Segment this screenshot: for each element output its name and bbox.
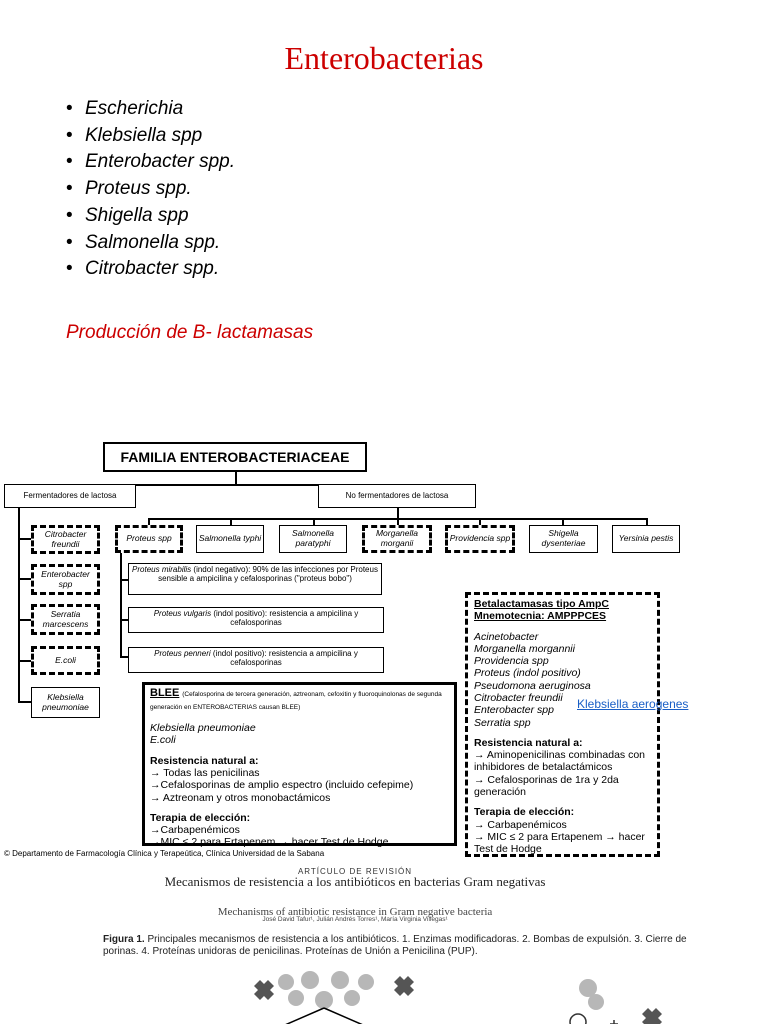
proteus-note: Proteus vulgaris (indol positivo): resis… [128,607,384,633]
enterobacteriaceae-diagram: FAMILIA ENTEROBACTERIACEAE Fermentadores… [0,433,681,860]
non-fermenters-box: No fermentadores de lactosa [318,484,476,508]
enzyme-icon [642,1008,662,1024]
section-subtitle: Producción de B- lactamasas [66,322,314,343]
molecule-icon [579,979,597,997]
molecule-icon [315,991,333,1009]
article-kicker: ARTÍCULO DE REVISIÓN [297,867,413,876]
species-box: Klebsiella pneumoniae [31,687,100,718]
enzyme-icon [394,976,414,996]
blee-box: BLEE (Cefalosporina de tercera generació… [142,682,457,848]
species-box: Salmonella paratyphi [279,525,347,553]
molecule-icon [344,990,360,1006]
molecule-icon [358,974,374,990]
species-box: Morganella morganii [362,525,432,553]
arrow-icon [285,1007,363,1024]
list-item: •Klebsiella spp [66,124,203,146]
species-box: Serratia marcescens [31,604,100,635]
species-box: Shigella dysenteriae [529,525,598,553]
list-item: •Enterobacter spp. [66,151,235,173]
enzyme-icon [254,980,274,1000]
figure-caption: Figura 1. Principales mecanismos de resi… [103,934,687,957]
list-item: •Shigella spp [66,204,189,226]
diagram-credit: © Departamento de Farmacología Clínica y… [4,849,325,858]
article-title: Mecanismos de resistencia a los antibiót… [164,874,546,889]
circle-icon [569,1013,587,1024]
species-box: Providencia spp [445,525,515,553]
molecule-icon [301,971,319,989]
molecule-icon [331,971,349,989]
klebsiella-aerogenes-link[interactable]: Klebsiella aerogenes [577,697,689,711]
species-box: Yersinia pestis [612,525,680,553]
molecule-icon [288,990,304,1006]
species-box: Proteus spp [115,525,183,553]
page-title: Enterobacterias [284,40,484,76]
ampc-box: Betalactamasas tipo AmpC Mnemotecnia: AM… [465,592,660,857]
list-item: •Citrobacter spp. [66,258,220,280]
list-item: •Proteus spp. [66,178,192,200]
molecule-icon [588,994,604,1010]
list-item: •Salmonella spp. [66,231,221,253]
species-box: Enterobacter spp [31,564,100,595]
fermenters-box: Fermentadores de lactosa [4,484,136,508]
list-item: •Escherichia [66,98,184,119]
species-box: E.coli [31,646,100,675]
plus-icon [610,1020,618,1024]
proteus-note: Proteus mirabilis (indol negativo): 90% … [128,563,382,595]
article-subtitle: Mechanisms of antibiotic resistance in G… [217,906,493,918]
root-box: FAMILIA ENTEROBACTERIACEAE [103,442,367,472]
molecule-icon [278,974,294,990]
proteus-note: Proteus penneri (indol positivo): resist… [128,647,384,673]
figure-illustration [254,971,662,1024]
article-authors: José David Tafur¹, Julián Andrés Torres¹… [262,916,448,923]
species-box: Salmonella typhi [196,525,264,553]
bullet-list: •Escherichia •Klebsiella spp •Enterobact… [66,96,235,283]
species-box: Citrobacter freundii [31,525,100,554]
